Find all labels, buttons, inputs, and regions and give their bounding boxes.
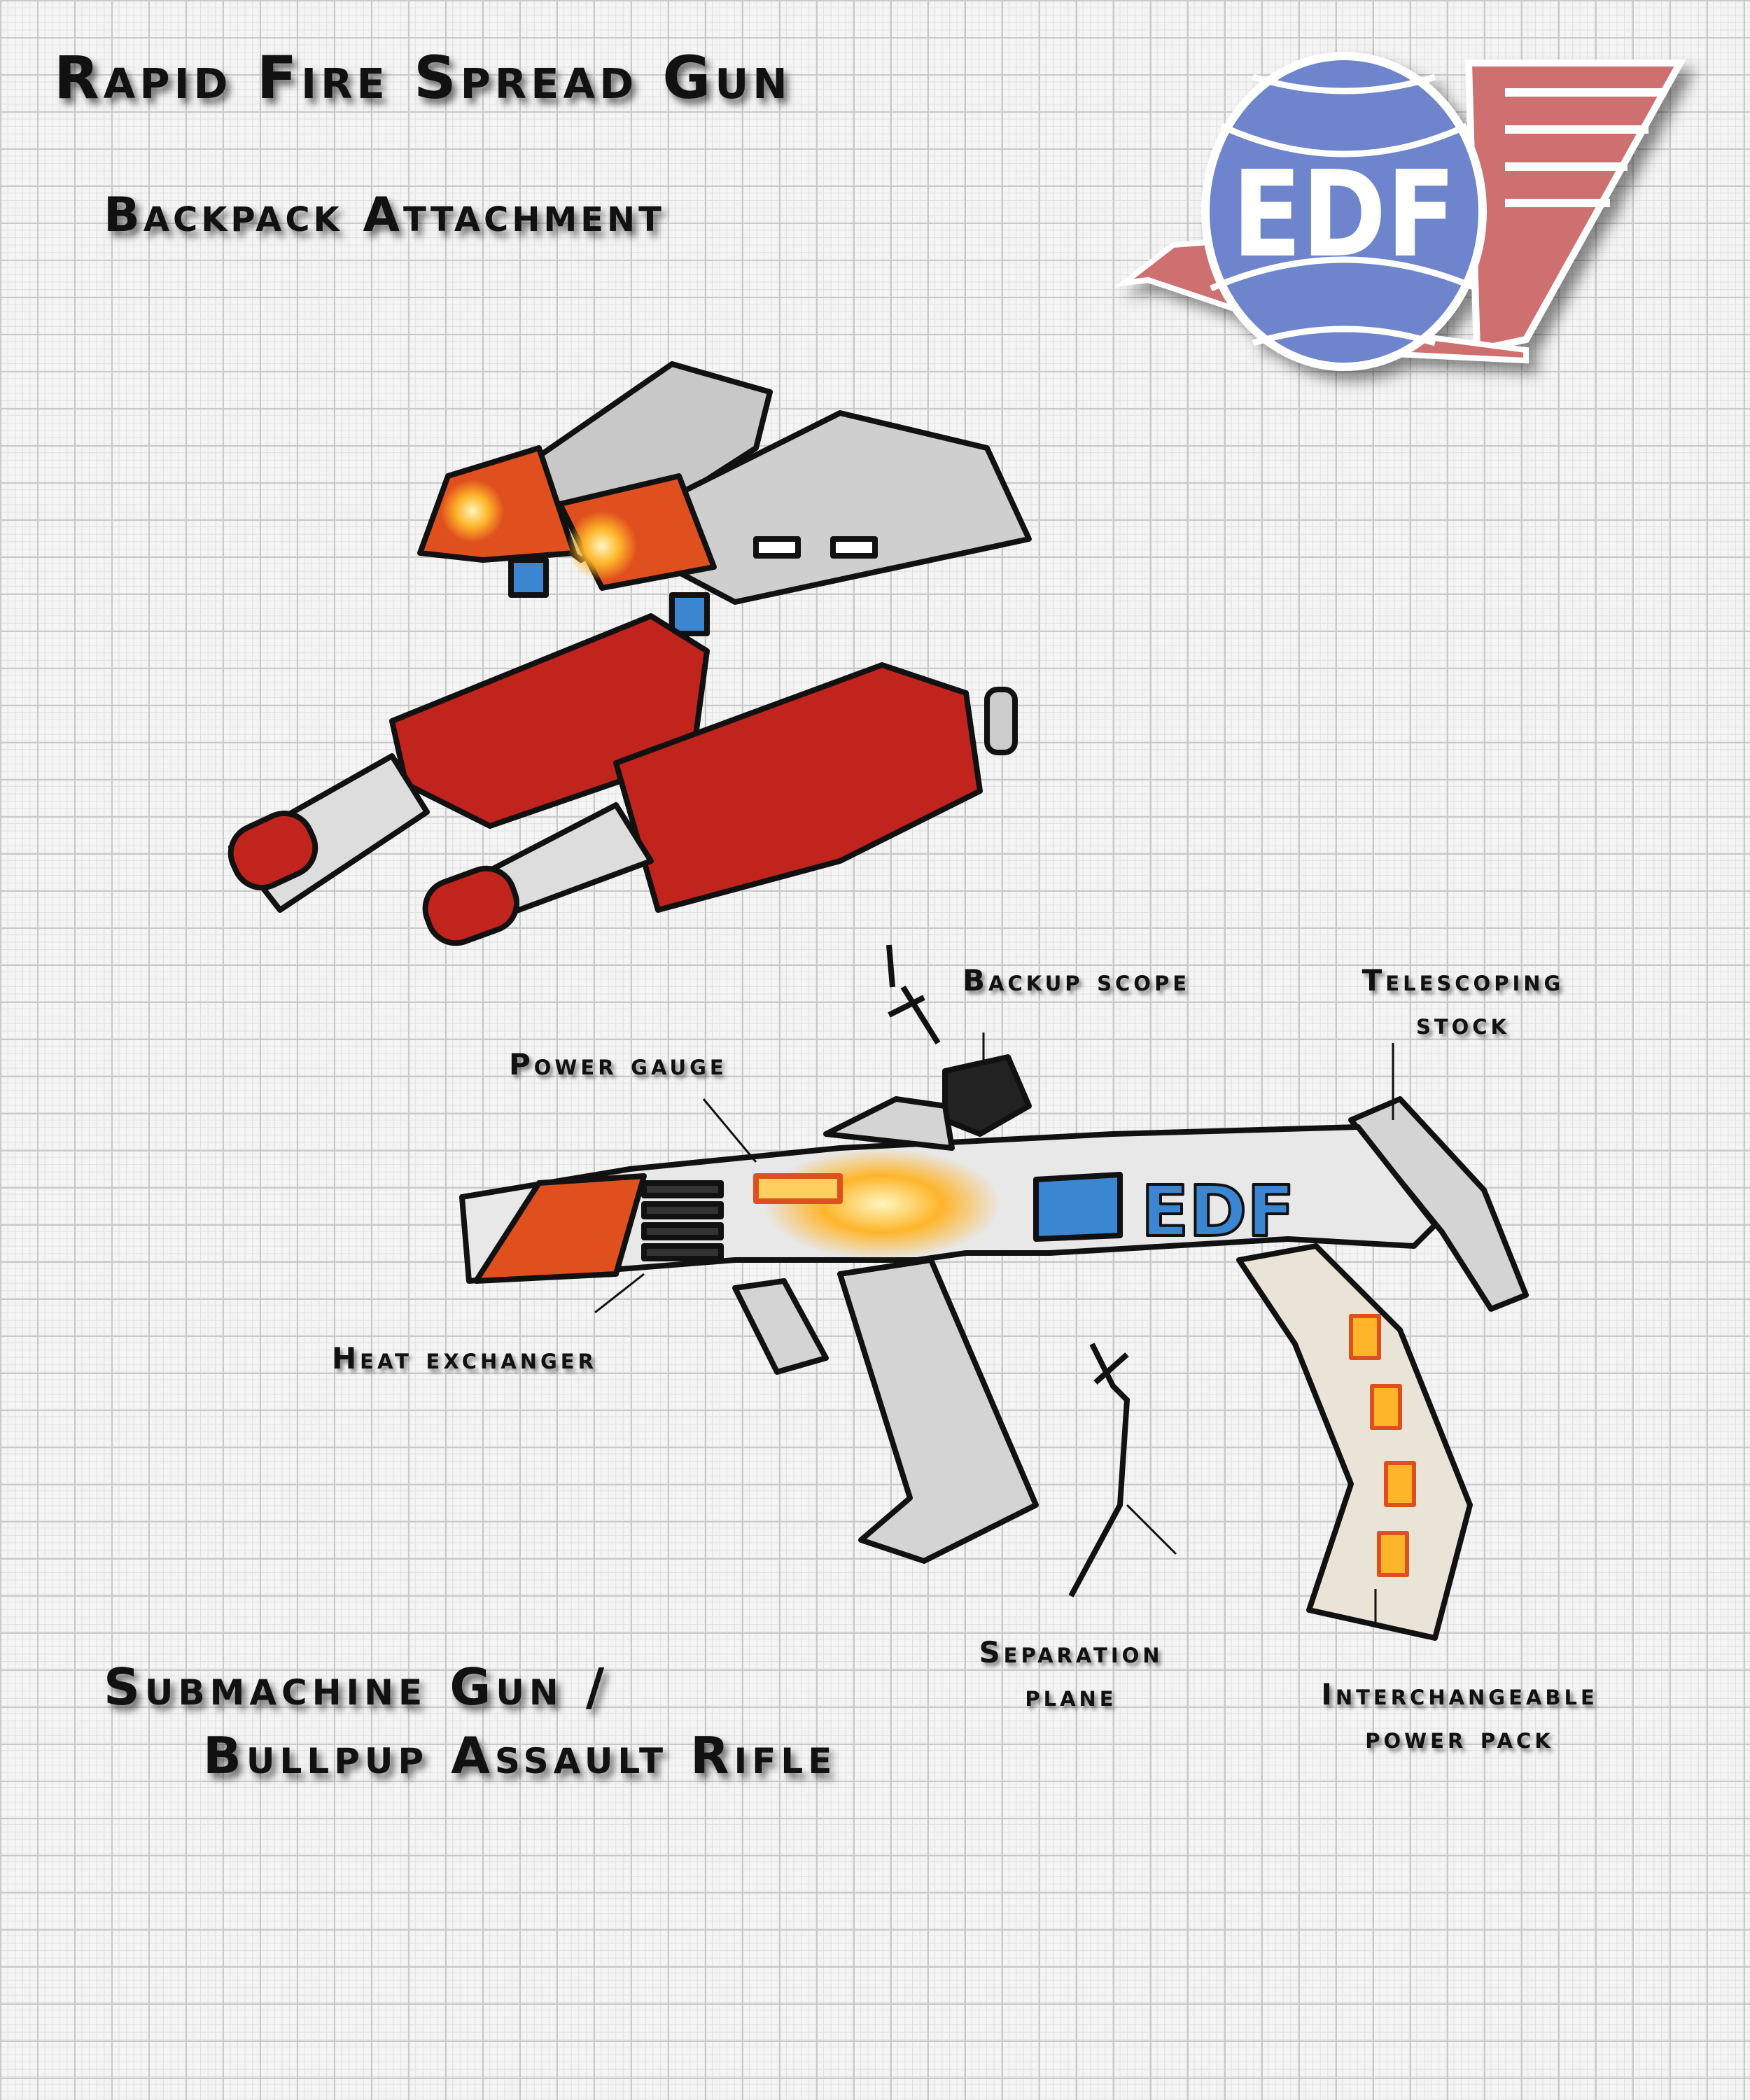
callout-heat-exchanger: Heat exchanger: [332, 1341, 597, 1376]
rifle-power-pack: [1236, 1243, 1473, 1641]
rifle-backup-scope: [942, 1054, 1032, 1137]
rifle-orange-panel: [473, 1173, 647, 1284]
callout-telescoping-stock: Telescoping stock: [1330, 959, 1596, 1046]
edf-logo: EDF: [1114, 52, 1686, 371]
rifle-blue-panel: [1033, 1172, 1123, 1242]
callout-lines: [594, 944, 1394, 1624]
callout-separation-line2: plane: [1025, 1679, 1117, 1713]
rifle-heading-line2: Bullpup Assault Rifle: [203, 1726, 837, 1785]
backpack-attachment-drawing: [227, 361, 1032, 946]
callout-separation-line1: Separation: [979, 1635, 1163, 1670]
callout-telescoping-line1: Telescoping: [1362, 963, 1564, 997]
rifle-stock: [1348, 1096, 1529, 1312]
rifle-edf-marking: EDF: [1141, 1170, 1295, 1252]
backpack-heading: Backpack Attachment: [104, 188, 665, 243]
callout-power-pack-line1: Interchangeable: [1321, 1677, 1598, 1712]
logo-text: EDF: [1232, 146, 1456, 284]
callout-power-pack-line2: power pack: [1365, 1721, 1554, 1755]
callout-backup-scope: Backup scope: [962, 963, 1191, 997]
callout-separation-plane: Separation plane: [938, 1631, 1204, 1718]
callout-power-gauge: Power gauge: [509, 1047, 727, 1082]
page-title: Rapid Fire Spread Gun: [54, 43, 792, 112]
rifle-heading-line1: Submachine Gun /: [104, 1658, 610, 1716]
callout-telescoping-line2: stock: [1415, 1007, 1511, 1041]
logo-globe: [1201, 52, 1487, 371]
rifle-pistol-grip: [837, 1257, 1039, 1564]
rifle-drawing: EDF: [459, 1054, 1529, 1641]
callout-power-pack: Interchangeable power pack: [1274, 1673, 1645, 1760]
